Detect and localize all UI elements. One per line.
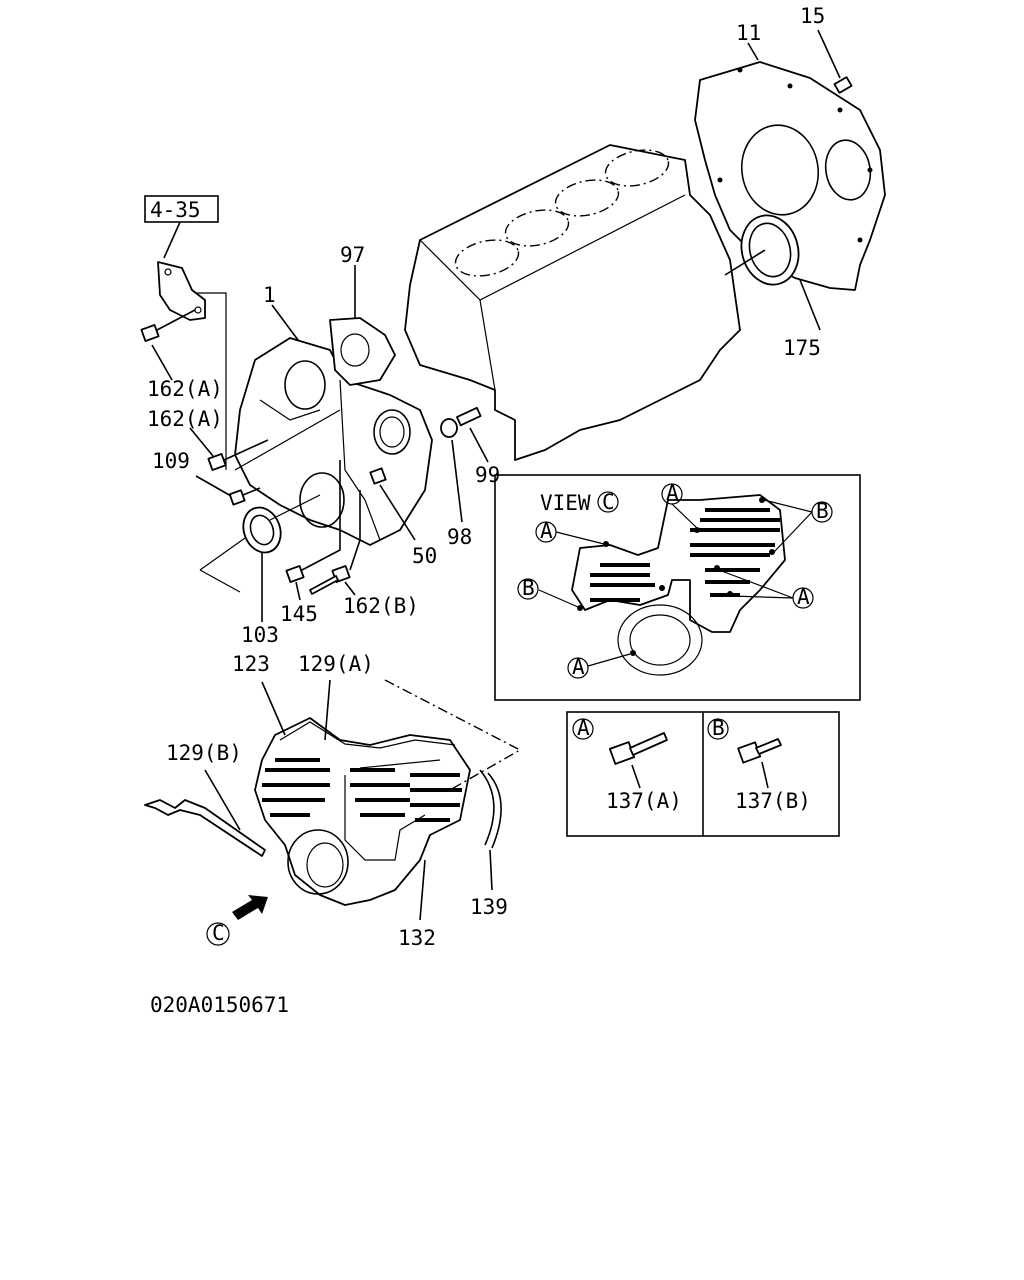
marker-b2: B bbox=[522, 576, 535, 600]
callout-162a-top: 162(A) bbox=[147, 377, 223, 401]
marker-b1: B bbox=[816, 499, 829, 523]
view-title: VIEW bbox=[540, 491, 591, 515]
callout-11: 11 bbox=[736, 21, 761, 45]
seal-strip-129b bbox=[144, 769, 266, 857]
callout-97: 97 bbox=[340, 243, 365, 267]
bolt-162b-icon bbox=[309, 490, 361, 596]
seal-139 bbox=[479, 769, 502, 891]
legend-b-letter: B bbox=[712, 716, 725, 740]
bolt-145-icon bbox=[285, 460, 341, 601]
gasket-129a bbox=[279, 679, 456, 749]
nut-50-icon bbox=[369, 467, 416, 541]
bolt-15-icon bbox=[747, 29, 853, 94]
callout-1: 1 bbox=[263, 283, 276, 307]
callout-129a: 129(A) bbox=[298, 652, 374, 676]
callout-145: 145 bbox=[280, 602, 318, 626]
rear-plate bbox=[694, 61, 886, 291]
bolt-162a-mid-icon bbox=[189, 409, 341, 471]
callout-99: 99 bbox=[475, 463, 500, 487]
callout-175: 175 bbox=[783, 336, 821, 360]
marker-a4: A bbox=[797, 585, 810, 609]
bracket-4-35 bbox=[157, 221, 227, 470]
legend-a-part: 137(A) bbox=[606, 789, 682, 813]
front-oil-seal bbox=[199, 494, 321, 622]
callout-123: 123 bbox=[232, 652, 270, 676]
callout-103: 103 bbox=[241, 623, 279, 647]
arrow-letter: C bbox=[212, 921, 225, 945]
rear-oil-seal bbox=[724, 214, 821, 331]
callout-162a-mid: 162(A) bbox=[147, 407, 223, 431]
bolt-162a-top-icon bbox=[140, 309, 196, 381]
callout-50: 50 bbox=[412, 544, 437, 568]
legend-b-part: 137(B) bbox=[735, 789, 811, 813]
callout-162b: 162(B) bbox=[343, 594, 419, 618]
marker-a2: A bbox=[540, 519, 553, 543]
view-letter: C bbox=[602, 490, 615, 514]
drawing-id: 020A0150671 bbox=[150, 993, 289, 1017]
bolt-109-icon bbox=[195, 475, 261, 506]
engine-block bbox=[404, 144, 741, 461]
ref-box-label: 4-35 bbox=[150, 198, 201, 222]
callout-132: 132 bbox=[398, 926, 436, 950]
bolt-legend-panel bbox=[566, 711, 840, 837]
view-arrow-icon bbox=[206, 895, 268, 946]
stud-99-icon bbox=[440, 406, 489, 523]
view-c-panel bbox=[494, 474, 861, 701]
callout-139: 139 bbox=[470, 895, 508, 919]
gasket-97 bbox=[271, 265, 396, 386]
marker-a1: A bbox=[666, 481, 679, 505]
ref-box-frame bbox=[144, 195, 219, 223]
legend-a-letter: A bbox=[577, 716, 590, 740]
marker-a3: A bbox=[572, 655, 585, 679]
timing-cover bbox=[254, 717, 471, 906]
callout-109: 109 bbox=[152, 449, 190, 473]
callout-129b: 129(B) bbox=[166, 741, 242, 765]
callout-98: 98 bbox=[447, 525, 472, 549]
callout-15: 15 bbox=[800, 4, 825, 28]
